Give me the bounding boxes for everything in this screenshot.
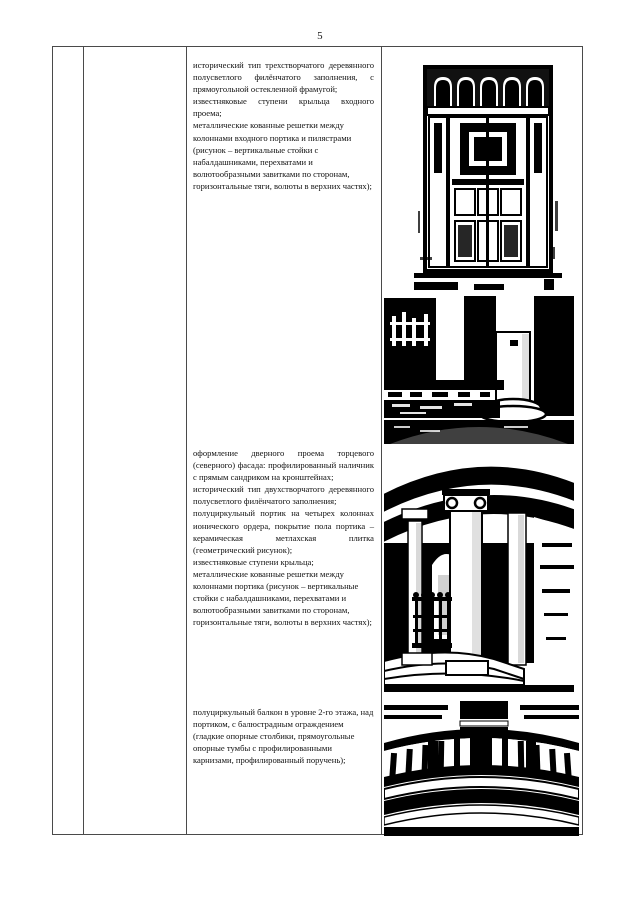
photo-entrance-door xyxy=(414,61,562,290)
description-paragraph: известняковые ступени крыльца; xyxy=(193,556,314,567)
photo-balcony-balustrade xyxy=(384,699,579,836)
photo-entrance-door-graphic xyxy=(414,61,562,290)
description-block-north-facade-door: оформление дверного проема торцевого (се… xyxy=(193,447,374,628)
description-paragraph: полуциркульный балкон в уровне 2-го этаж… xyxy=(193,707,374,766)
photo-balcony-balustrade-graphic xyxy=(384,699,579,836)
table-column-number xyxy=(53,47,84,834)
description-block-entrance-portico: исторический тип трехстворчатого деревян… xyxy=(193,59,374,192)
table-column-description: исторический тип трехстворчатого деревян… xyxy=(187,47,382,834)
description-paragraph: исторический тип двухстворчатого деревян… xyxy=(193,484,374,507)
description-paragraph: металлические кованные решетки между кол… xyxy=(193,120,372,191)
table-column-photos xyxy=(382,47,582,836)
photo-column-base-graphic xyxy=(384,292,574,444)
description-paragraph: полуциркульный портик на четырех колонна… xyxy=(193,508,374,555)
description-paragraph: известняковые ступени крыльца входного п… xyxy=(193,96,374,119)
table-column-object-name xyxy=(84,47,187,834)
page-number: 5 xyxy=(317,30,323,42)
content-table: исторический тип трехстворчатого деревян… xyxy=(52,46,583,836)
description-content: исторический тип трехстворчатого деревян… xyxy=(187,47,381,834)
description-paragraph: металлические кованные решетки между кол… xyxy=(193,568,372,628)
photo-semicircular-portico xyxy=(384,447,574,692)
description-block-balcony: полуциркульный балкон в уровне 2-го этаж… xyxy=(193,706,374,766)
photo-semicircular-portico-graphic xyxy=(384,447,574,692)
photo-column-base xyxy=(384,292,574,444)
description-paragraph: оформление дверного проема торцевого (се… xyxy=(193,448,374,483)
description-paragraph: исторический тип трехстворчатого деревян… xyxy=(193,60,374,95)
photo-content xyxy=(382,47,582,836)
